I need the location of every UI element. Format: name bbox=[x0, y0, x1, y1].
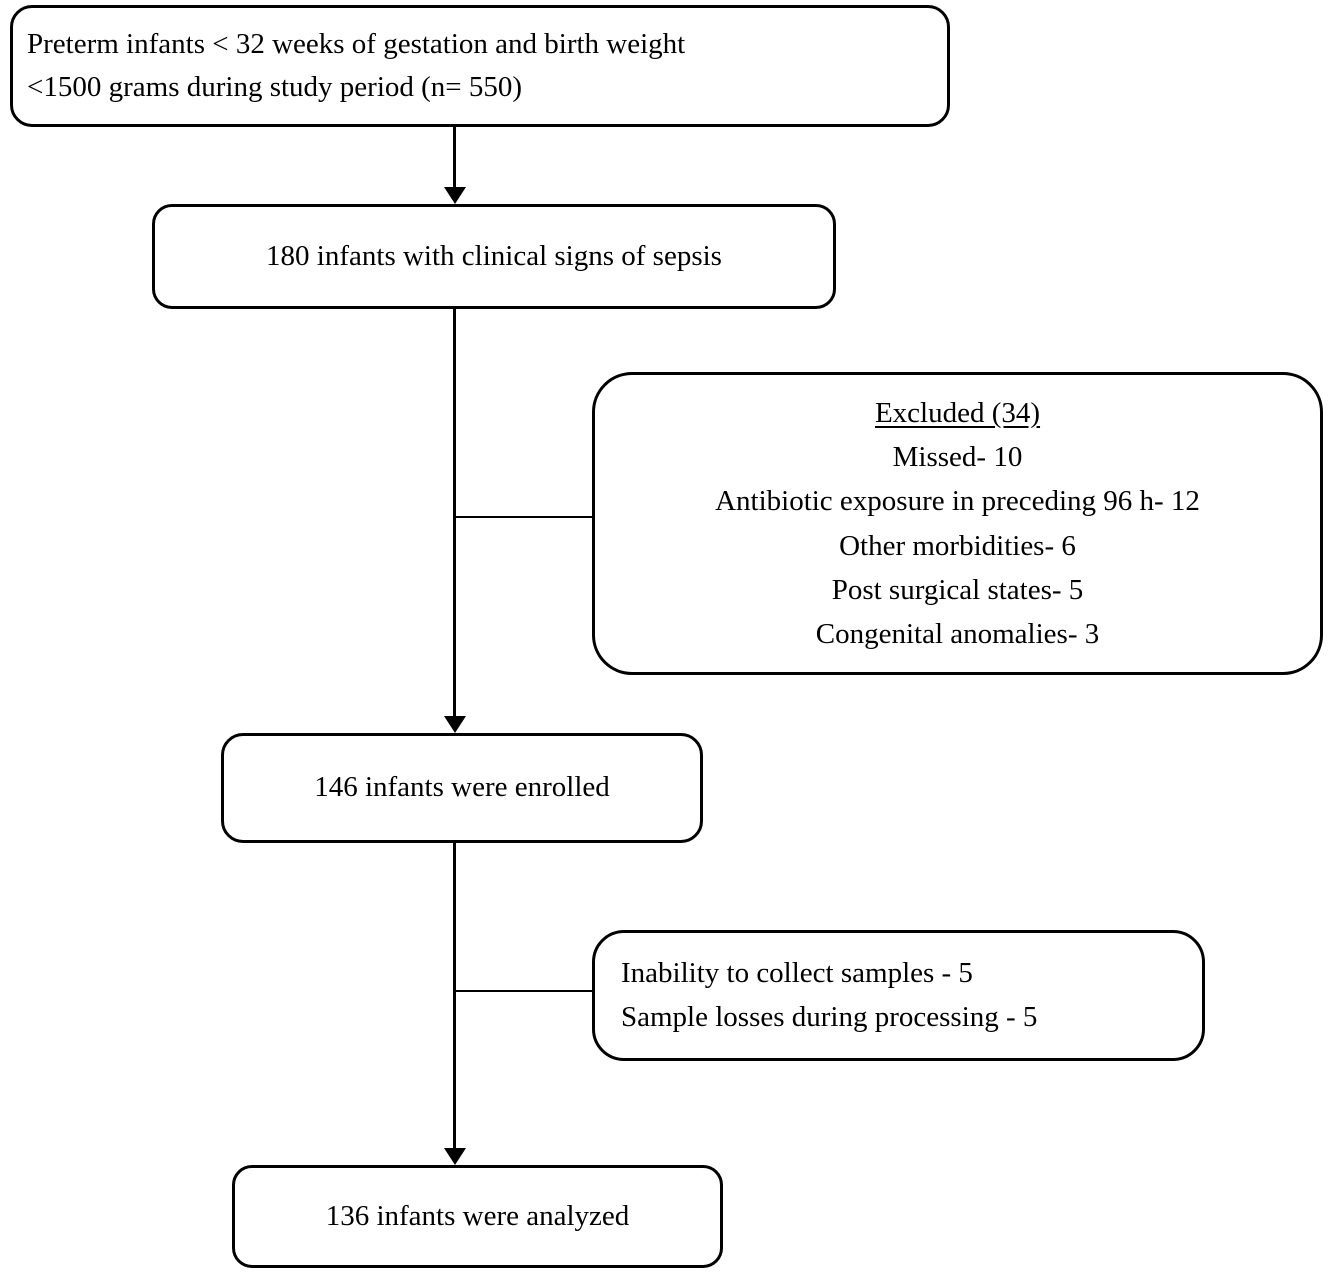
excluded-item: Missed- 10 bbox=[892, 441, 1023, 474]
arrowhead-down-icon bbox=[444, 187, 466, 204]
eligible-population-line2: <1500 grams during study period (n= 550) bbox=[27, 71, 523, 103]
box-analyzed: 136 infants were analyzed bbox=[232, 1165, 723, 1268]
arrowhead-down-icon bbox=[444, 1148, 466, 1165]
box-eligible-population: Preterm infants < 32 weeks of gestation … bbox=[10, 5, 950, 127]
flow-arrow-line-2 bbox=[453, 309, 456, 718]
excluded-item: Antibiotic exposure in preceding 96 h- 1… bbox=[715, 485, 1200, 518]
eligible-population-line1: Preterm infants < 32 weeks of gestation … bbox=[27, 27, 686, 60]
box-clinical-sepsis: 180 infants with clinical signs of sepsi… bbox=[152, 204, 836, 309]
clinical-sepsis-text: 180 infants with clinical signs of sepsi… bbox=[266, 239, 722, 272]
flow-arrow-line-1 bbox=[453, 127, 456, 189]
enrolled-text: 146 infants were enrolled bbox=[314, 771, 610, 804]
excluded-item: Congenital anomalies- 3 bbox=[815, 617, 1100, 650]
analyzed-text: 136 infants were analyzed bbox=[325, 1199, 630, 1232]
connector-excluded bbox=[456, 516, 592, 518]
box-excluded: Excluded (34) Missed- 10 Antibiotic expo… bbox=[592, 372, 1323, 675]
connector-losses bbox=[456, 990, 592, 992]
losses-item: Inability to collect samples - 5 bbox=[621, 957, 973, 989]
box-enrolled: 146 infants were enrolled bbox=[221, 733, 703, 843]
arrowhead-down-icon bbox=[444, 716, 466, 733]
losses-item: Sample losses during processing - 5 bbox=[621, 1000, 1038, 1033]
excluded-title: Excluded (34) bbox=[874, 397, 1041, 430]
excluded-item: Other morbidities- 6 bbox=[839, 529, 1076, 562]
excluded-item: Post surgical states- 5 bbox=[831, 573, 1084, 606]
box-sample-losses: Inability to collect samples - 5 Sample … bbox=[592, 930, 1205, 1061]
flow-arrow-line-3 bbox=[453, 843, 456, 1150]
